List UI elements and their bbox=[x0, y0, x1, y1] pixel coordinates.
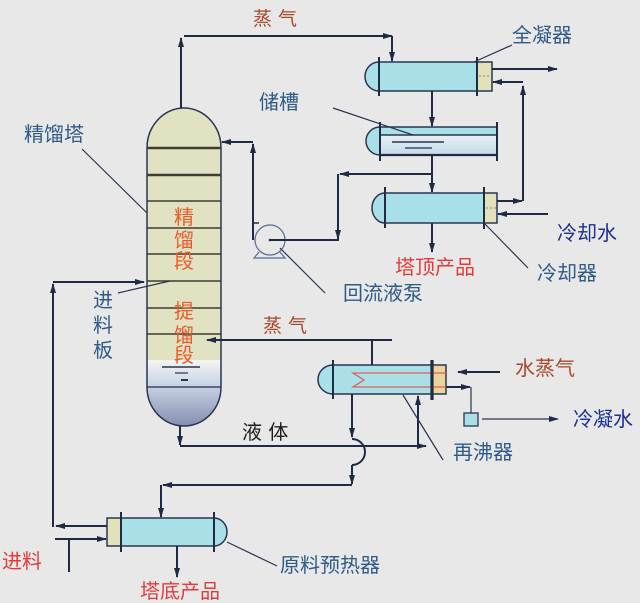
labels: 蒸 气 全凝器 储槽 精馏塔 冷却水 塔顶产品 冷却器 回流液泵 进 料 板 蒸… bbox=[2, 8, 633, 603]
preheater-end-cap bbox=[106, 517, 122, 547]
cooling-water-label: 冷却水 bbox=[557, 221, 617, 245]
overhead-vapor-label: 蒸 气 bbox=[253, 8, 297, 30]
cooler-shell bbox=[384, 192, 485, 224]
rectifying-section-label: 馏 bbox=[174, 228, 194, 252]
stripping-section-label: 段 bbox=[174, 343, 194, 367]
feed-plate-label: 料 bbox=[93, 313, 113, 337]
condensate-label: 冷凝水 bbox=[573, 407, 633, 431]
reflux-pump-label: 回流液泵 bbox=[343, 281, 423, 305]
rectifying-section-label: 段 bbox=[174, 249, 194, 273]
preheater-leader-line bbox=[226, 541, 278, 567]
feed-plate-label: 板 bbox=[93, 338, 113, 362]
boilup-vapor-label: 蒸 气 bbox=[263, 315, 307, 337]
column-label: 精馏塔 bbox=[24, 122, 84, 146]
heating-coil bbox=[350, 372, 446, 388]
stripping-section-label: 提 bbox=[174, 299, 194, 323]
condenser-head bbox=[364, 61, 380, 92]
reboiler-leader-line bbox=[402, 394, 444, 461]
preheater-head bbox=[213, 517, 228, 547]
tank-head bbox=[365, 126, 381, 156]
steam-trap bbox=[463, 412, 479, 427]
cooler-leader-line bbox=[484, 223, 529, 269]
distillation-column: 精 馏 段 提 馏 段 bbox=[146, 107, 222, 427]
reboiler-label: 再沸器 bbox=[453, 440, 513, 464]
liquid-label: 液 体 bbox=[242, 420, 288, 444]
steam-label: 水蒸气 bbox=[515, 356, 575, 380]
product-cooler bbox=[371, 187, 498, 229]
column-bottom-head bbox=[147, 387, 221, 426]
storage-tank-label: 储槽 bbox=[259, 90, 299, 114]
piping bbox=[50, 33, 559, 578]
condenser-shell bbox=[378, 61, 478, 92]
total-condenser-label: 全凝器 bbox=[512, 23, 572, 47]
condenser-leader-line bbox=[473, 44, 513, 63]
pump-leader-line bbox=[279, 247, 326, 294]
reboiler-head bbox=[317, 364, 334, 395]
bottom-product-label: 塔底产品 bbox=[140, 579, 220, 603]
feed-plate-leader-line bbox=[117, 280, 171, 294]
rectifying-section-label: 精 bbox=[174, 205, 194, 229]
reboiler-end-cap bbox=[431, 364, 447, 395]
feed-preheater bbox=[106, 512, 228, 552]
tank-leader-line bbox=[332, 107, 414, 136]
column-upper-shell bbox=[147, 108, 221, 360]
total-condenser bbox=[364, 57, 493, 96]
cooler-label: 冷却器 bbox=[537, 261, 597, 285]
tank-liquid-band bbox=[380, 127, 497, 135]
pipe-crossover-hop bbox=[351, 438, 366, 466]
leader-lines bbox=[81, 44, 529, 567]
preheater-shell bbox=[120, 517, 215, 547]
pump-base bbox=[252, 251, 287, 259]
cooler-head bbox=[371, 192, 386, 224]
stripping-section-label: 馏 bbox=[174, 323, 194, 347]
feed-label: 进料 bbox=[2, 549, 42, 573]
column-leader-line bbox=[81, 148, 148, 214]
reboiler bbox=[317, 360, 447, 400]
feed-preheater-label: 原料预热器 bbox=[280, 553, 380, 577]
reflux-storage-tank bbox=[365, 122, 498, 161]
feed-plate-label: 进 bbox=[93, 288, 113, 312]
reboiler-shell bbox=[332, 364, 433, 395]
top-product-label: 塔顶产品 bbox=[395, 255, 475, 279]
